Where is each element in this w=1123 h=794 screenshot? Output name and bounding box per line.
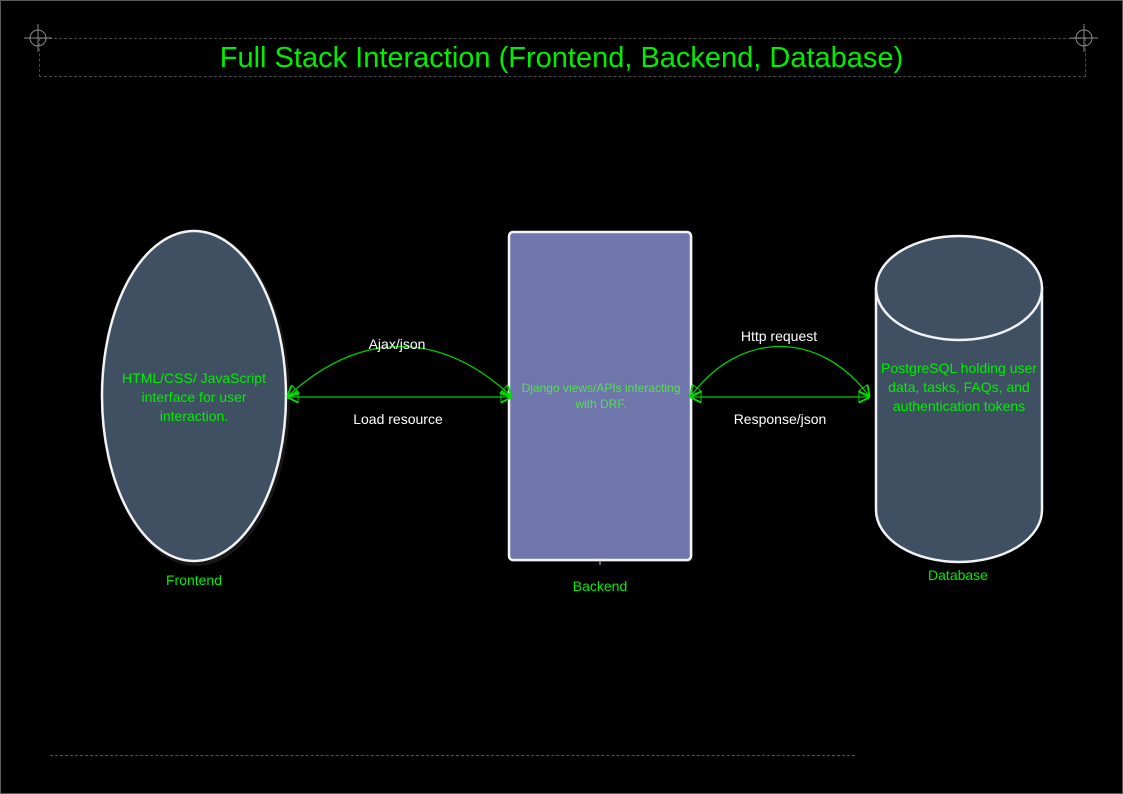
ajax-json-label: Ajax/json (368, 336, 426, 352)
http-request-connector (691, 345, 869, 397)
page-title: Full Stack Interaction (Frontend, Backen… (219, 42, 904, 74)
database-description: PostgreSQL holding user data, tasks, FAQ… (881, 360, 1037, 414)
ajax-json-connector (288, 346, 511, 397)
crosshair-icon (24, 24, 52, 52)
title-frame (39, 38, 1086, 77)
response-json-label: Response/json (733, 411, 827, 427)
backend-description: Django views/APIs interacting with DRF. (521, 381, 681, 411)
load-resource-label: Load resource (353, 411, 443, 427)
frontend-description: HTML/CSS/ JavaScript interface for user … (122, 370, 266, 424)
frontend-node (100, 229, 290, 566)
crosshair-icon (1070, 24, 1098, 52)
http-request-label: Http request (740, 328, 818, 344)
backend-caption: Backend (572, 578, 628, 594)
frontend-caption: Frontend (165, 572, 223, 588)
footer-divider (50, 755, 855, 756)
database-node (874, 234, 1044, 564)
backend-node (507, 230, 693, 565)
database-caption: Database (928, 567, 988, 583)
